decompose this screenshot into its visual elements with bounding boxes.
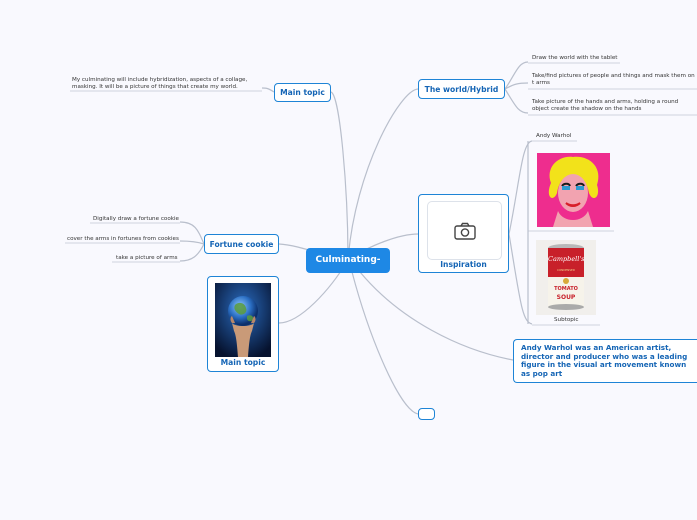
warhol-note-text: Andy Warhol was an American artist, dire… [521,343,688,378]
image-topic-node[interactable]: Main topic [207,276,279,372]
image-topic-label: Main topic [220,358,266,367]
connector-andy-warhol [508,140,533,235]
camera-placeholder [427,201,502,260]
warhol-note-node[interactable]: Andy Warhol was an American artist, dire… [513,339,697,383]
fortune-subtopic-3[interactable]: take a picture of arms [116,255,178,261]
connector-world-sub3 [504,88,529,114]
inspiration-label: Inspiration [440,260,487,269]
connector-left-main-topic [330,91,349,261]
soup-type-text: SOUP [556,294,576,301]
world-hybrid-label: The world/Hybrid [424,85,499,94]
connector-empty-topic [351,271,419,415]
soup-flavor-text: TOMATO [554,286,578,292]
connector-subtopic [508,233,533,325]
empty-topic-node[interactable] [418,408,435,420]
world-subtopic-3[interactable]: Take picture of the hands and arms, hold… [532,99,679,112]
connector-world-hybrid [347,88,419,261]
central-topic-label: Culminating- [315,255,381,265]
hand-holding-earth-image [215,283,271,357]
left-main-topic-node[interactable]: Main topic [274,83,331,102]
connector-world-sub1 [504,61,529,90]
connector-main-topic-note [261,87,275,93]
fortune-subtopic-2[interactable]: cover the arms in fortunes from cookies [67,236,179,242]
campbells-soup-image: Campbell's CONDENSED TOMATO SOUP [536,240,596,315]
marilyn-pop-art-image [537,153,610,227]
connector-world-sub2 [504,82,529,90]
fortune-cookie-node[interactable]: Fortune cookie [204,234,279,254]
world-hybrid-node[interactable]: The world/Hybrid [418,79,505,99]
fortune-subtopic-1[interactable]: Digitally draw a fortune cookie [93,216,179,222]
soup-condensed-text: CONDENSED [557,268,575,272]
connector-warhol-note [359,271,514,361]
soup-brand-text: Campbell's [548,255,585,263]
world-subtopic-2[interactable]: Take/find pictures of people and things … [532,73,695,86]
subtopic-label[interactable]: Subtopic [554,317,579,323]
fortune-cookie-label: Fortune cookie [209,240,274,249]
connector-fortune-sub1 [179,221,205,245]
main-topic-note: My culminating will include hybridizatio… [72,77,248,90]
central-topic[interactable]: Culminating- [306,248,390,273]
connector-fortune-sub3 [179,243,205,262]
connector-fortune-sub2 [179,240,205,245]
camera-icon [454,222,476,240]
world-subtopic-1[interactable]: Draw the world with the tablet [532,55,618,61]
inspiration-node[interactable]: Inspiration [418,194,509,273]
andy-warhol-label[interactable]: Andy Warhol [536,133,572,139]
left-main-topic-label: Main topic [280,88,325,97]
